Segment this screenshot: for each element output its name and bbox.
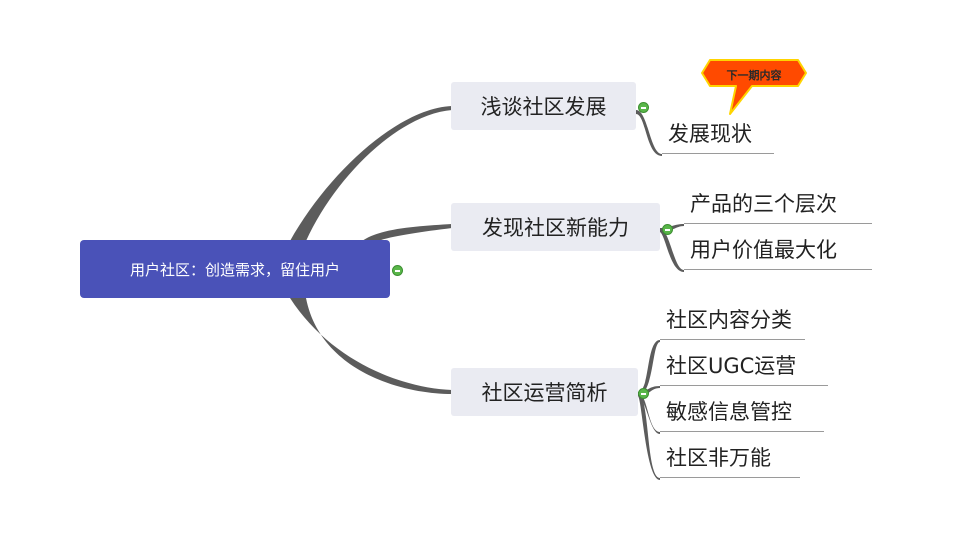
root-collapse-toggle[interactable] bbox=[392, 265, 403, 276]
connector-root-branch-3 bbox=[290, 298, 452, 394]
leaf-node-3-4-label: 社区非万能 bbox=[666, 446, 771, 470]
branch-node-1[interactable]: 浅谈社区发展 bbox=[451, 82, 636, 130]
connector-branch1-leaf bbox=[636, 110, 662, 156]
connector-branch3-leaf-1 bbox=[638, 340, 660, 396]
leaf-node-2-2[interactable]: 用户价值最大化 bbox=[684, 234, 872, 270]
branch-node-3[interactable]: 社区运营简析 bbox=[451, 368, 638, 416]
leaf-node-2-1-label: 产品的三个层次 bbox=[690, 192, 837, 216]
connector-root-branch-2 bbox=[362, 224, 452, 241]
branch-2-collapse-toggle[interactable] bbox=[662, 224, 673, 235]
leaf-node-3-2[interactable]: 社区UGC运营 bbox=[660, 350, 828, 386]
connector-branch3-leaf-4 bbox=[638, 392, 660, 480]
connector-root-branch-1 bbox=[290, 106, 452, 241]
branch-node-2[interactable]: 发现社区新能力 bbox=[451, 203, 660, 251]
branch-node-3-label: 社区运营简析 bbox=[481, 381, 608, 405]
leaf-node-1-1[interactable]: 发展现状 bbox=[662, 118, 774, 154]
branch-1-collapse-toggle[interactable] bbox=[638, 102, 649, 113]
leaf-node-3-1[interactable]: 社区内容分类 bbox=[660, 304, 805, 340]
note-callout-label: 下一期内容 bbox=[726, 69, 782, 82]
branch-node-1-label: 浅谈社区发展 bbox=[480, 95, 607, 119]
leaf-node-3-2-label: 社区UGC运营 bbox=[666, 354, 797, 378]
leaf-node-3-3[interactable]: 敏感信息管控 bbox=[660, 396, 824, 432]
leaf-node-3-3-label: 敏感信息管控 bbox=[666, 400, 792, 424]
root-node-label: 用户社区：创造需求，留住用户 bbox=[129, 260, 340, 279]
branch-3-collapse-toggle[interactable] bbox=[638, 388, 649, 399]
connector-branch2-leaf-2 bbox=[660, 228, 684, 272]
leaf-node-2-1[interactable]: 产品的三个层次 bbox=[684, 188, 872, 224]
note-callout bbox=[701, 59, 807, 115]
leaf-node-1-1-label: 发展现状 bbox=[668, 122, 752, 146]
root-node[interactable]: 用户社区：创造需求，留住用户 bbox=[80, 240, 390, 298]
leaf-node-3-1-label: 社区内容分类 bbox=[666, 308, 792, 332]
leaf-node-2-2-label: 用户价值最大化 bbox=[690, 238, 837, 262]
branch-node-2-label: 发现社区新能力 bbox=[482, 216, 629, 240]
leaf-node-3-4[interactable]: 社区非万能 bbox=[660, 442, 800, 478]
